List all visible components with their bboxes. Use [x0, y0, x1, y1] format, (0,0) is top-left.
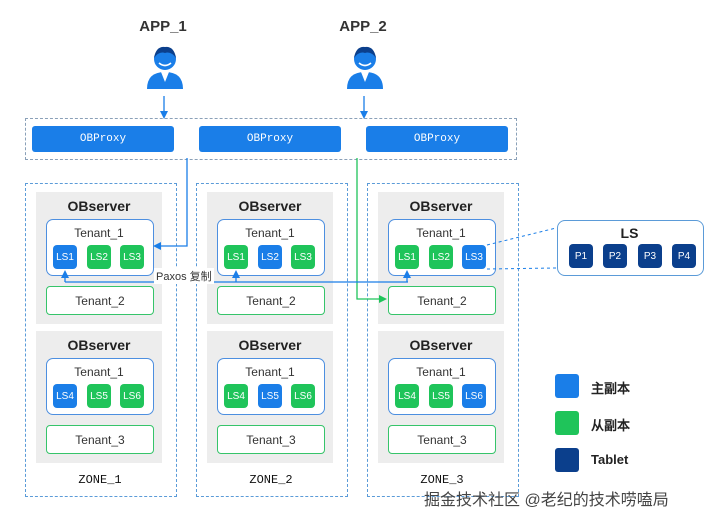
ls-replica[interactable]: LS5 [258, 384, 282, 408]
proxy-layer [25, 118, 517, 160]
ls-replica[interactable]: LS3 [291, 245, 315, 269]
tenant-3-box[interactable]: Tenant_3 [388, 425, 496, 454]
observer-title: OBserver [67, 337, 131, 353]
ls-replica[interactable]: LS3 [462, 245, 486, 269]
observer-title: OBserver [409, 337, 473, 353]
ls-replica[interactable]: LS1 [395, 245, 419, 269]
proxy-to-tenant2-arrow [356, 158, 387, 303]
observer-title: OBserver [409, 198, 473, 214]
observer-title: OBserver [67, 198, 131, 214]
ls-detail-link [486, 227, 557, 246]
ls-replica[interactable]: LS1 [224, 245, 248, 269]
tenant-2-box[interactable]: Tenant_2 [388, 286, 496, 315]
ls-replica[interactable]: LS6 [462, 384, 486, 408]
tenant-3-box[interactable]: Tenant_3 [46, 425, 154, 454]
ls-replica[interactable]: LS5 [87, 384, 111, 408]
ls-detail-link [486, 267, 557, 270]
tenant-3-box[interactable]: Tenant_3 [217, 425, 325, 454]
proxy-to-ls1-arrow [153, 158, 188, 250]
paxos-label: Paxos 复制 [154, 268, 214, 284]
app-2-label: APP_2 [339, 18, 387, 35]
legend-leader-swatch [555, 374, 579, 398]
obproxy-1[interactable]: OBProxy [32, 126, 174, 152]
tablet-partition[interactable]: P2 [603, 244, 627, 268]
observer-title: OBserver [238, 198, 302, 214]
user-icon [346, 42, 384, 95]
watermark: 掘金技术社区 @老纪的技术唠嗑局 [424, 492, 669, 509]
ls-replica[interactable]: LS2 [258, 245, 282, 269]
tenant-1-label: Tenant_1 [416, 226, 466, 240]
tenant-2-box[interactable]: Tenant_2 [217, 286, 325, 315]
obproxy-3[interactable]: OBProxy [366, 126, 508, 152]
obproxy-2[interactable]: OBProxy [199, 126, 341, 152]
ls-replica[interactable]: LS6 [120, 384, 144, 408]
zone-1 [25, 183, 177, 497]
ls-replica[interactable]: LS2 [87, 245, 111, 269]
zone-3-label: ZONE_3 [420, 473, 464, 487]
tenant-1-label: Tenant_1 [416, 365, 466, 379]
zone-2 [196, 183, 348, 497]
tenant-1-label: Tenant_1 [74, 365, 124, 379]
legend-follower-swatch [555, 411, 579, 435]
tablet-partition[interactable]: P1 [569, 244, 593, 268]
ls-replica[interactable]: LS4 [395, 384, 419, 408]
ls-replica[interactable]: LS5 [429, 384, 453, 408]
tablet-partition[interactable]: P4 [672, 244, 696, 268]
user-icon [146, 42, 184, 95]
tenant-1-label: Tenant_1 [245, 226, 295, 240]
zone-3 [367, 183, 519, 497]
ls-replica[interactable]: LS6 [291, 384, 315, 408]
ls-replica[interactable]: LS4 [53, 384, 77, 408]
tenant-2-box[interactable]: Tenant_2 [46, 286, 154, 315]
observer-title: OBserver [238, 337, 302, 353]
app-1-label: APP_1 [139, 18, 187, 35]
zone-1-label: ZONE_1 [78, 473, 122, 487]
legend-tablet-swatch [555, 448, 579, 472]
ls-detail-title: LS [620, 225, 639, 241]
ls-replica[interactable]: LS2 [429, 245, 453, 269]
legend-leader-label: 主副本 [591, 381, 631, 396]
legend-follower-label: 从副本 [591, 418, 631, 433]
tenant-1-label: Tenant_1 [245, 365, 295, 379]
tenant-1-label: Tenant_1 [74, 226, 124, 240]
legend-tablet-label: Tablet [591, 452, 629, 467]
ls-replica[interactable]: LS1 [53, 245, 77, 269]
ls-replica[interactable]: LS4 [224, 384, 248, 408]
zone-2-label: ZONE_2 [249, 473, 293, 487]
tablet-partition[interactable]: P3 [638, 244, 662, 268]
ls-replica[interactable]: LS3 [120, 245, 144, 269]
